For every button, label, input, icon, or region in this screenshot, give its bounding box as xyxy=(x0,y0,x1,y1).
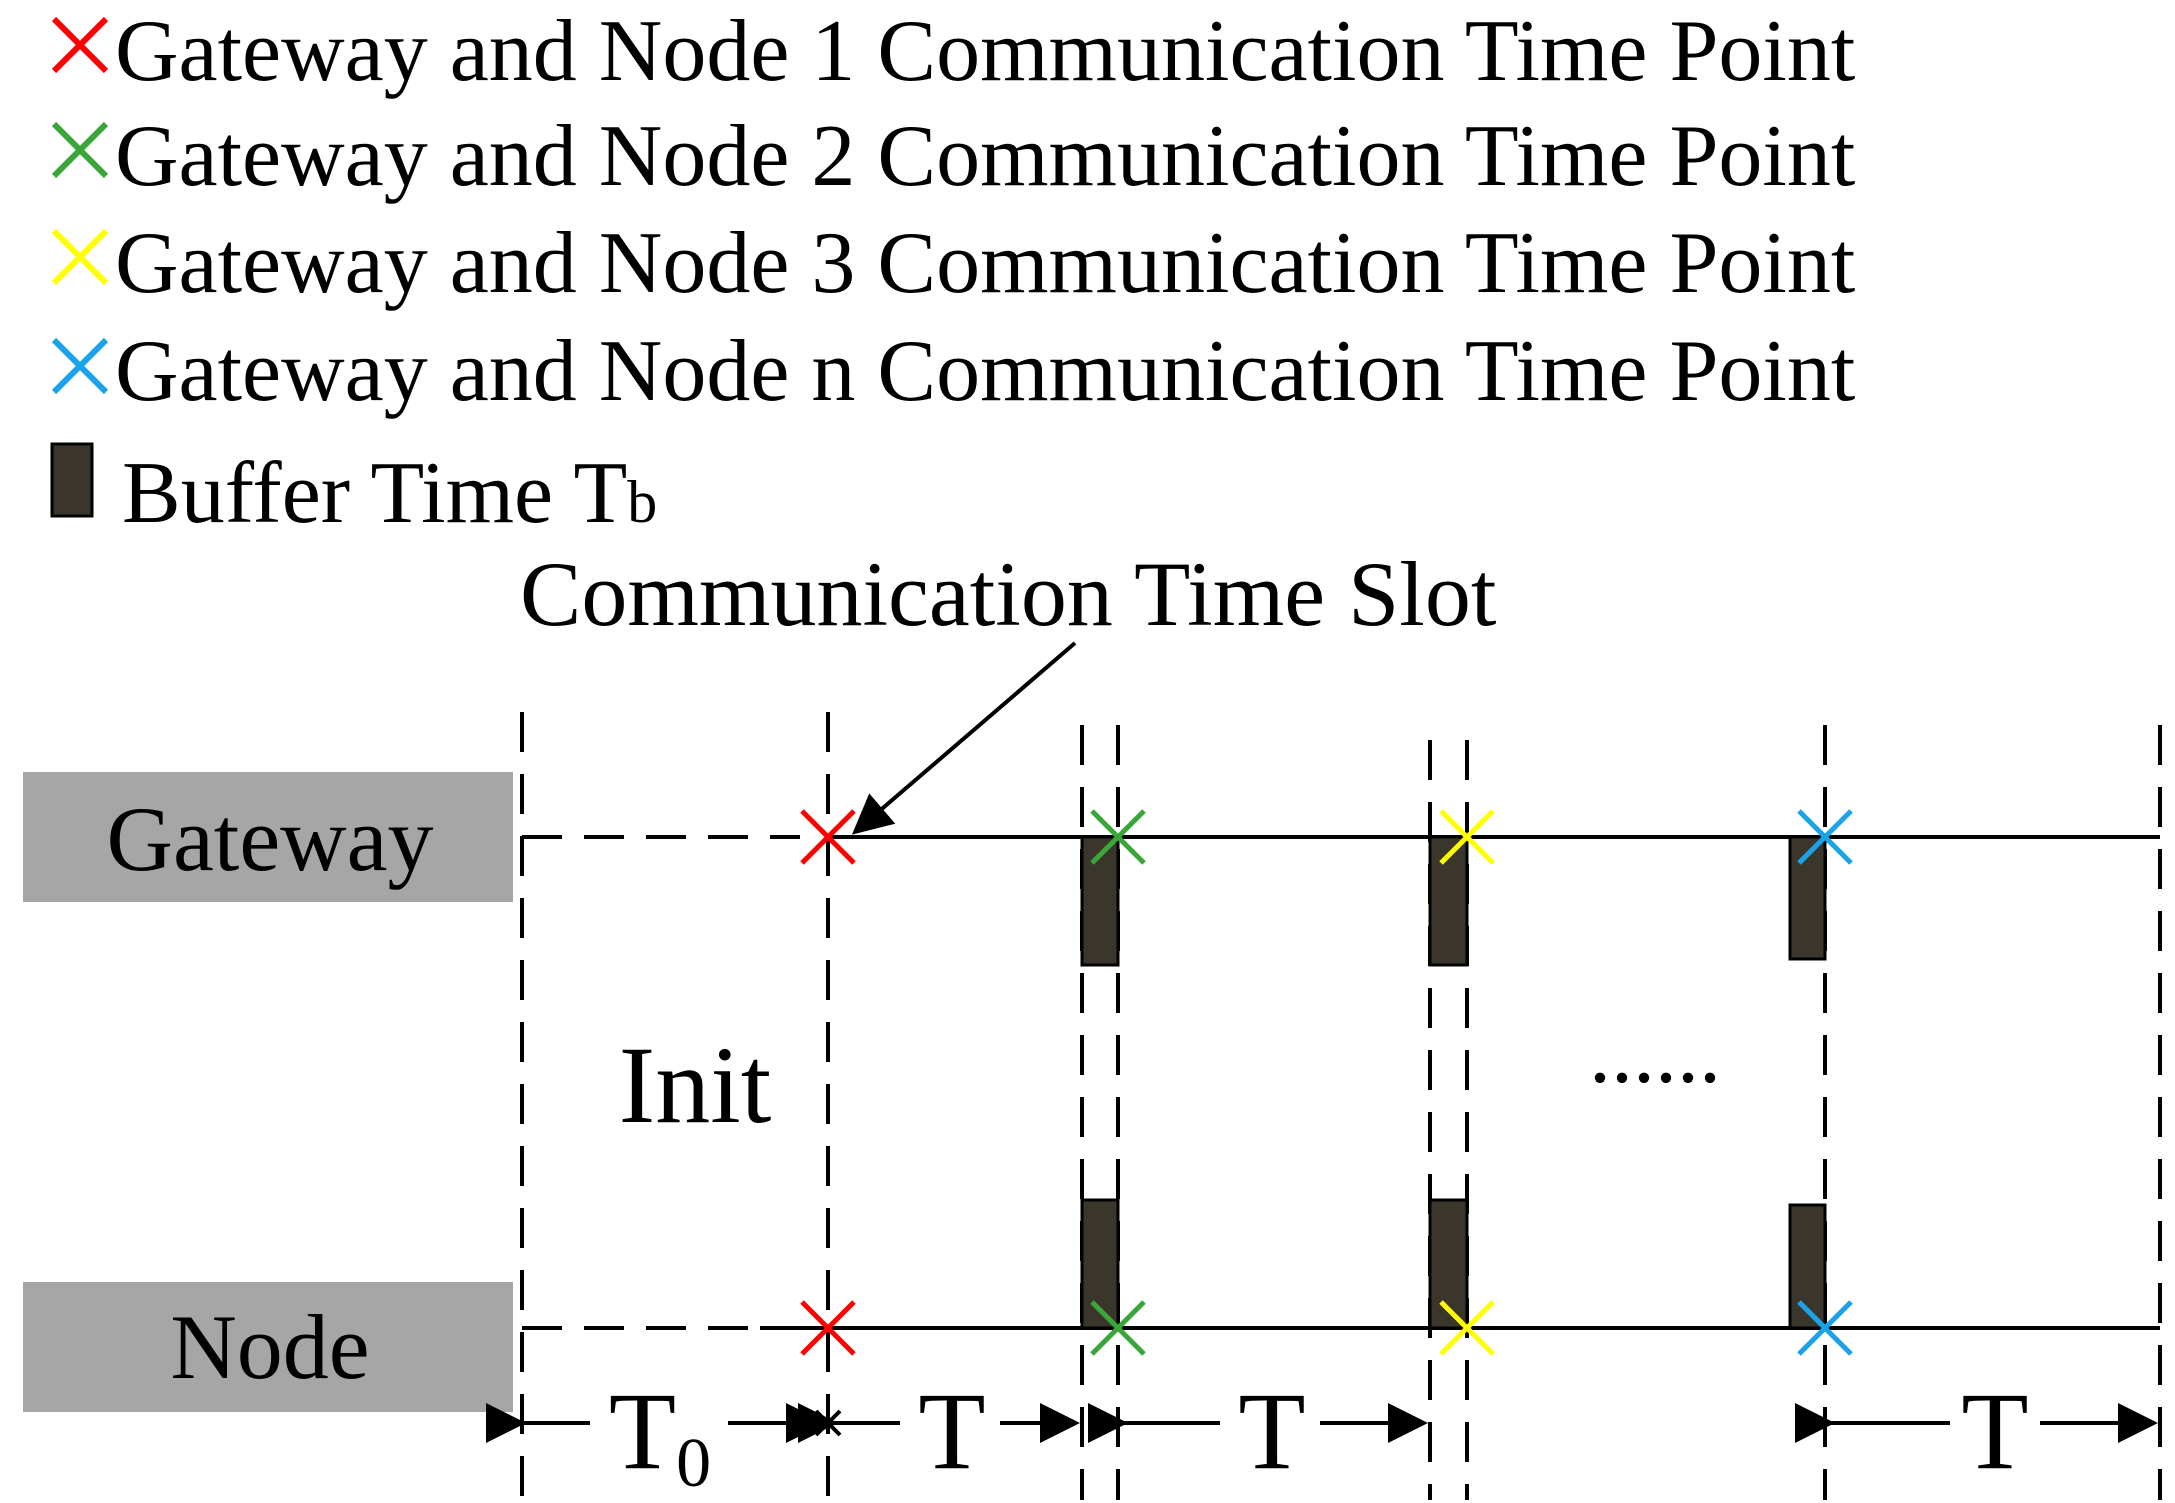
cross-icon xyxy=(51,337,109,395)
interval-t-label: T xyxy=(918,1370,985,1492)
legend: Gateway and Node 1 Communication Time Po… xyxy=(50,3,1855,542)
cross-icon xyxy=(1797,809,1853,865)
svg-text:Node: Node xyxy=(170,1296,369,1398)
cross-icon xyxy=(1090,809,1146,865)
legend-label: Gateway and Node 2 Communication Time Po… xyxy=(115,108,1855,205)
ellipsis-label: ...... xyxy=(1589,1005,1721,1102)
cross-icon xyxy=(800,1300,856,1356)
legend-item-noden: Gateway and Node n Communication Time Po… xyxy=(51,323,1855,420)
cross-icon xyxy=(1090,1300,1146,1356)
legend-item-buffer: Buffer Time Tb xyxy=(50,442,657,542)
legend-item-node1: Gateway and Node 1 Communication Time Po… xyxy=(51,3,1855,100)
communication-points xyxy=(800,809,1853,1356)
gateway-row-label: Gateway xyxy=(23,772,513,902)
communication-slot-annotation: Communication Time Slot xyxy=(520,543,1497,645)
legend-item-node2: Gateway and Node 2 Communication Time Po… xyxy=(51,108,1855,205)
cross-icon xyxy=(51,121,109,179)
legend-label: Buffer Time Tb xyxy=(122,445,657,542)
buffer-block xyxy=(1080,835,1120,967)
cross-icon xyxy=(51,16,109,74)
interval-dimensions xyxy=(486,1403,2158,1443)
legend-label: Gateway and Node n Communication Time Po… xyxy=(115,323,1855,420)
cross-icon xyxy=(800,809,856,865)
interval-t-label: T xyxy=(1238,1370,1305,1492)
svg-text:Gateway: Gateway xyxy=(107,788,434,890)
cross-icon xyxy=(1439,1300,1495,1356)
annotation-arrow xyxy=(851,641,1077,835)
init-label: Init xyxy=(619,1024,772,1146)
cross-icon xyxy=(1439,809,1495,865)
node-row-label: Node xyxy=(23,1282,513,1412)
legend-item-node3: Gateway and Node 3 Communication Time Po… xyxy=(51,215,1855,312)
cross-icon xyxy=(51,228,109,286)
interval-t-label: T xyxy=(1961,1370,2028,1492)
buffer-block-icon xyxy=(50,442,94,518)
legend-label: Gateway and Node 1 Communication Time Po… xyxy=(115,3,1855,100)
interval-t0-label: T0 xyxy=(609,1370,711,1502)
cross-icon xyxy=(1797,1300,1853,1356)
legend-label: Gateway and Node 3 Communication Time Po… xyxy=(115,215,1855,312)
